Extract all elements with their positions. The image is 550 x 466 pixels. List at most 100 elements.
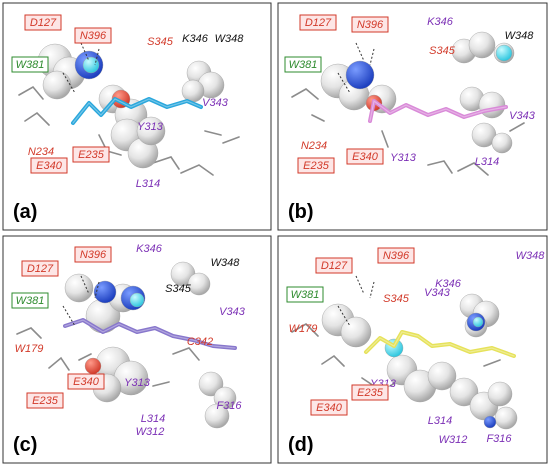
residue-label: E235 — [72, 146, 110, 163]
atom-sphere — [487, 381, 513, 407]
residue-label: S345 — [429, 45, 456, 57]
residue-label: L314 — [475, 156, 499, 168]
residue-label: V343 — [202, 97, 229, 109]
residue-label-text: E340 — [36, 160, 63, 172]
atom-sphere — [93, 280, 117, 304]
residue-label-box — [67, 373, 105, 390]
residue-label: W348 — [505, 30, 535, 42]
residue-label: D127 — [24, 14, 62, 31]
residue-label: N396 — [351, 16, 389, 33]
residue-label-box — [74, 246, 112, 263]
atom-sphere — [345, 60, 375, 90]
residue-sticks — [291, 88, 525, 176]
ligand-stick — [71, 97, 203, 125]
residue-label: Y313 — [390, 152, 417, 164]
atom-sphere — [64, 273, 94, 303]
atom-sphere — [472, 316, 484, 328]
residue-sticks — [16, 327, 200, 387]
residue-label-text: W312 — [136, 426, 165, 438]
atom-sphere — [495, 44, 513, 62]
residue-label-text: W179 — [15, 343, 44, 355]
atom-sphere — [491, 132, 513, 154]
residue-label-box — [74, 27, 112, 44]
residue-label-text: D127 — [27, 263, 54, 275]
residue-label-text: S345 — [383, 293, 410, 305]
residue-label: D127 — [21, 260, 59, 277]
residue-label-text: W381 — [291, 289, 320, 301]
residue-label-text: S345 — [429, 45, 456, 57]
residue-label: W348 — [215, 33, 245, 45]
hbond-dashes — [337, 275, 375, 327]
residue-label-text: N396 — [357, 19, 384, 31]
residue-label-text: C342 — [187, 336, 213, 348]
residue-label: D127 — [299, 14, 337, 31]
residue-label-text: W312 — [439, 434, 468, 446]
residue-label: K346 — [136, 243, 163, 255]
residue-label: N234 — [301, 140, 327, 152]
residue-label-text: K346 — [435, 278, 462, 290]
atom-sphere — [340, 316, 372, 348]
residue-label-box — [284, 56, 322, 73]
residue-label-text: F316 — [216, 400, 242, 412]
residue-label: K346 — [182, 33, 209, 45]
residue-label-text: W348 — [516, 250, 546, 262]
panel-letter: (d) — [288, 434, 314, 456]
residue-label: Y313 — [137, 121, 164, 133]
residue-label-text: N396 — [80, 30, 107, 42]
atom-sphere — [84, 357, 102, 375]
residue-label-text: V343 — [424, 287, 451, 299]
residue-label: K346 — [435, 278, 462, 290]
residue-label-box — [310, 399, 348, 416]
residue-label: F316 — [486, 433, 512, 445]
residue-label-text: W381 — [289, 59, 318, 71]
residue-label-text: E235 — [78, 149, 105, 161]
residue-label-text: S345 — [147, 36, 174, 48]
residue-label: W348 — [211, 257, 241, 269]
residue-label: S345 — [147, 36, 174, 48]
residue-label-box — [286, 286, 324, 303]
ligand-stick — [364, 330, 516, 358]
residue-label: V343 — [424, 287, 451, 299]
residue-label-text: W381 — [16, 295, 45, 307]
atom-sphere — [478, 91, 506, 119]
residue-label: N396 — [74, 246, 112, 263]
residue-label: L314 — [428, 415, 452, 427]
residue-label-text: N234 — [28, 146, 54, 158]
residue-label-text: L314 — [136, 178, 160, 190]
ligand-highlight — [365, 331, 515, 357]
residue-label: W179 — [289, 323, 318, 335]
panel-frame — [277, 2, 548, 231]
residue-label: V343 — [219, 306, 246, 318]
residue-label: E340 — [67, 373, 105, 390]
panel-letter: (a) — [13, 201, 37, 223]
residue-label: C342 — [187, 336, 213, 348]
residue-label-text: W179 — [289, 323, 318, 335]
residue-label: S345 — [383, 293, 410, 305]
residue-label-text: Y313 — [124, 377, 151, 389]
residue-label-text: V343 — [219, 306, 246, 318]
residue-label-text: N234 — [301, 140, 327, 152]
residue-label-text: N396 — [80, 249, 107, 261]
residue-label: L314 — [141, 413, 165, 425]
residue-label-text: E340 — [73, 376, 100, 388]
residue-label-text: E340 — [352, 151, 379, 163]
residue-label-text: Y313 — [390, 152, 417, 164]
residue-label: N396 — [74, 27, 112, 44]
residue-label: W348 — [516, 250, 546, 262]
residue-label-text: D127 — [305, 17, 332, 29]
residue-label-text: L314 — [475, 156, 499, 168]
ligand-highlight — [369, 99, 507, 122]
atom-sphere — [204, 403, 230, 429]
panel-c: D127 N396 K346W348S345W381V343C342W179E340… — [2, 235, 272, 464]
residue-label-box — [377, 247, 415, 264]
residue-label-text: W348 — [505, 30, 535, 42]
residue-label: W179 — [15, 343, 44, 355]
residue-label-text: F316 — [486, 433, 512, 445]
hbond-dashes — [337, 42, 375, 94]
residue-label: S345 — [165, 283, 192, 295]
residue-label-text: V343 — [202, 97, 229, 109]
residue-label-text: W381 — [16, 59, 45, 71]
